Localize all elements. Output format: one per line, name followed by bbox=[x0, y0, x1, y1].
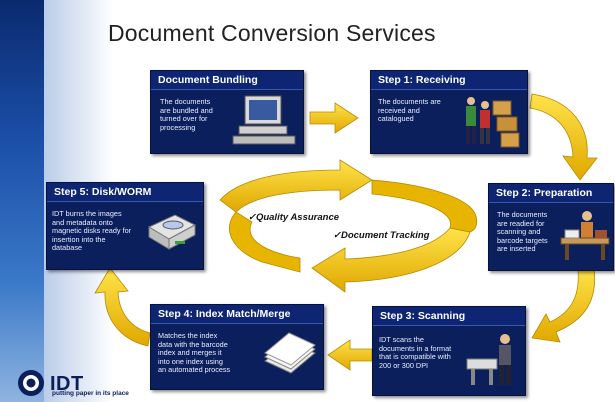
box-step2-preparation: Step 2: Preparation The documents are re… bbox=[488, 183, 614, 271]
box-text: Matches the index data with the barcode … bbox=[158, 331, 253, 375]
box-text: IDT burns the images and metadata onto m… bbox=[52, 209, 144, 253]
page-title: Document Conversion Services bbox=[108, 20, 436, 46]
document-tracking-label: ✓Document Tracking bbox=[333, 230, 430, 241]
box-step1-receiving: Step 1: Receiving The documents are rece… bbox=[370, 70, 528, 154]
computer-icon bbox=[232, 95, 296, 145]
box-step5-disk-worm: Step 5: Disk/WORM IDT burns the images a… bbox=[46, 182, 204, 270]
idt-logo-icon bbox=[18, 370, 44, 396]
box-text-line: The documents bbox=[497, 210, 548, 219]
box-text-line: database bbox=[52, 243, 83, 253]
loop-band-left bbox=[229, 211, 301, 273]
box-text: The documents are received and catalogue… bbox=[378, 97, 454, 124]
loop-band-right bbox=[371, 179, 478, 233]
box-text-line: scanning and bbox=[497, 227, 541, 237]
box-text: The documents are readied for scanning a… bbox=[497, 210, 559, 254]
logo-tagline: putting paper in its place bbox=[52, 390, 129, 397]
box-text-line: an automated process bbox=[158, 365, 231, 375]
box-text-line: processing bbox=[160, 122, 196, 132]
box-text-line: magnetic disks ready for bbox=[52, 226, 132, 236]
box-text-line: received and bbox=[378, 105, 420, 115]
box-text-line: catalogued bbox=[378, 114, 414, 124]
loop-arrow-bottom bbox=[311, 227, 471, 293]
box-text-line: index and merges it bbox=[158, 348, 222, 358]
box-text-line: and metadata onto bbox=[52, 217, 113, 227]
arrow-index-to-disk bbox=[94, 267, 151, 347]
box-title: Document Bundling bbox=[151, 71, 303, 90]
box-text-line: that is compatible with bbox=[379, 352, 451, 362]
box-text-line: are bundled and bbox=[160, 105, 213, 115]
box-title: Step 4: Index Match/Merge bbox=[151, 305, 323, 324]
document-stack-icon bbox=[264, 332, 316, 374]
arrow-scanning-to-index bbox=[327, 339, 373, 371]
box-title: Step 1: Receiving bbox=[371, 71, 527, 90]
box-text-line: IDT scans the bbox=[379, 335, 424, 344]
quality-assurance-label: ✓Quality Assurance bbox=[248, 212, 340, 223]
box-text-line: turned over for bbox=[160, 114, 208, 124]
box-text-line: barcode targets bbox=[497, 235, 548, 245]
box-text-line: are inserted bbox=[497, 244, 536, 254]
box-text: IDT scans the documents in a format that… bbox=[379, 335, 461, 370]
box-text-line: are readied for bbox=[497, 218, 545, 228]
scanner-operator-icon bbox=[466, 334, 511, 385]
box-text-line: into one index using bbox=[158, 356, 223, 366]
box-text: The documents are bundled and turned ove… bbox=[160, 97, 230, 132]
box-text-line: 200 or 300 DPI bbox=[379, 360, 429, 370]
box-title: Step 5: Disk/WORM bbox=[47, 183, 203, 202]
loop-arrow-top bbox=[219, 159, 373, 213]
box-text-line: insertion into the bbox=[52, 234, 106, 244]
box-text-line: Matches the index bbox=[158, 331, 218, 340]
box-text-line: data with the barcode bbox=[158, 339, 228, 349]
arrow-preparation-to-scanning bbox=[531, 267, 596, 343]
arrow-bundling-to-receiving bbox=[309, 102, 359, 134]
box-step3-scanning: Step 3: Scanning IDT scans the documents… bbox=[372, 306, 526, 396]
box-title: Step 2: Preparation bbox=[489, 184, 613, 203]
box-text-line: IDT burns the images bbox=[52, 209, 122, 218]
box-document-bundling: Document Bundling The documents are bund… bbox=[150, 70, 304, 154]
logo-name: IDT bbox=[50, 373, 84, 395]
box-text-line: The documents bbox=[160, 97, 211, 106]
box-step4-index-match-merge: Step 4: Index Match/Merge Matches the in… bbox=[150, 304, 324, 390]
box-text-line: The documents are bbox=[378, 97, 441, 106]
box-text-line: documents in a format bbox=[379, 343, 452, 353]
arrow-receiving-to-preparation bbox=[529, 93, 598, 181]
box-title: Step 3: Scanning bbox=[373, 307, 525, 326]
worker-desk-icon bbox=[560, 211, 610, 260]
disk-drive-icon bbox=[147, 214, 197, 250]
workers-boxes-icon bbox=[466, 97, 520, 148]
